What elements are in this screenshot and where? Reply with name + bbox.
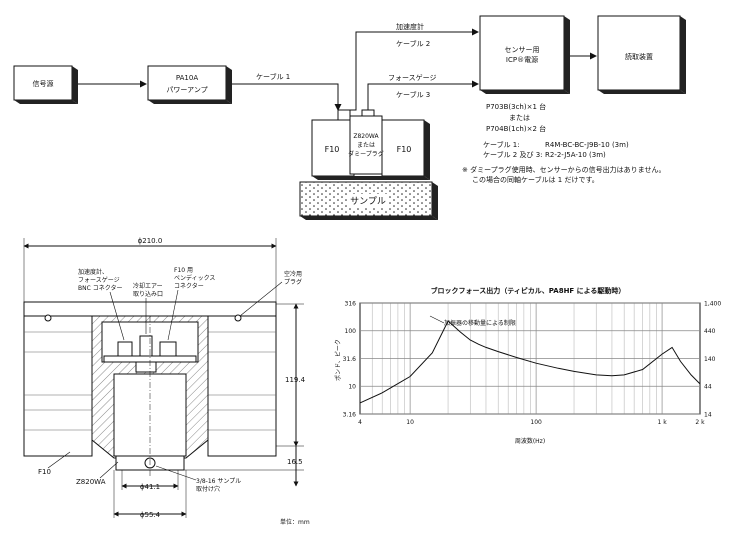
z820wa-label: Z820WA <box>353 133 379 140</box>
note-cable23-label: ケーブル 2 及び 3: <box>483 150 543 159</box>
note-or: または <box>509 114 530 122</box>
signal-source-label: 信号源 <box>33 79 54 88</box>
x-tick-label: 100 <box>530 419 542 426</box>
y-tick-label-right: 44 <box>704 384 712 391</box>
x-tick-label: 2 k <box>695 419 705 426</box>
note-warning-2: この場合の同軸ケーブルは 1 だけです。 <box>472 175 599 184</box>
air-plug-left <box>44 314 52 322</box>
shaker-assembly: F10 F10 Z820WA または ダミープラグ <box>311 109 430 180</box>
sample-block: サンプル <box>299 181 438 220</box>
f10-label: F10 <box>38 468 51 476</box>
force-chart: ブロックフォース出力（ティピカル、PA8HF による駆動時） 4 10 100 1 k… <box>334 286 721 445</box>
amplifier-name: パワーアンプ <box>166 86 207 94</box>
note-p703: P703B(3ch)×1 台 <box>486 102 546 111</box>
y-tick-label-left: 316 <box>345 301 357 308</box>
f10-connector-label-1: F10 用 <box>174 267 193 274</box>
bnc-label-2: フォースゲージ <box>78 276 120 284</box>
f10-right-label: F10 <box>397 145 412 154</box>
note-cable1-label: ケーブル 1: <box>483 140 520 149</box>
note-cable1-value: R4M-BC-BC-J9B-10 (3m) <box>545 141 629 149</box>
power-supply-line1: センサー用 <box>505 46 540 54</box>
bnc-label-1: 加速度計、 <box>78 268 108 276</box>
chart-ticks: 4 10 100 1 k 2 k 316 100 31.6 10 3.16 1,400 440 140 4… <box>343 301 722 427</box>
cable-1-label: ケーブル 1 <box>256 72 290 81</box>
y-tick-label-left: 100 <box>345 328 357 335</box>
y-tick-label-right: 14 <box>704 412 712 419</box>
chart-title: ブロックフォース出力（ティピカル、PA8HF による駆動時） <box>431 286 626 295</box>
cable-3-label: ケーブル 3 <box>396 90 430 99</box>
amplifier-block: PA10A パワーアンプ <box>147 65 232 104</box>
chart-ylabel: ポンド、ピーク <box>334 339 342 381</box>
cable-1-line <box>232 83 342 111</box>
housing-lines <box>24 331 276 431</box>
air-plug-label-2: プラグ <box>284 278 302 286</box>
cable-2-label: ケーブル 2 <box>396 39 430 48</box>
y-tick-label-right: 140 <box>704 356 716 363</box>
air-plug-right <box>234 314 242 322</box>
power-supply-block: センサー用 ICP®電源 <box>479 15 570 94</box>
note-p704: P704B(1ch)×2 台 <box>486 124 546 133</box>
sample-label: サンプル <box>350 196 386 207</box>
x-tick-label: 1 k <box>657 419 667 426</box>
y-tick-label-left: 10 <box>348 384 356 391</box>
cable-3-title: フォースゲージ <box>388 73 437 82</box>
air-label-1: 冷却エアー <box>133 282 163 290</box>
f10-left-label: F10 <box>325 145 340 154</box>
x-tick-label: 10 <box>406 419 414 426</box>
note-cable23-value: R2-2-J5A-10 (3m) <box>545 151 606 159</box>
y-tick-label-right: 1,400 <box>704 301 721 308</box>
block-diagram: 信号源 PA10A パワーアンプ ケーブル 1 F10 F10 Z820WA ま… <box>13 15 686 220</box>
chart-annotation: 加振器の移動量による制限 <box>444 319 516 327</box>
inner-dimension: ϕ41.1 <box>140 483 160 491</box>
bnc-label-3: BNC コネクター <box>78 284 122 292</box>
cable-2-title: 加速度計 <box>396 22 424 31</box>
force-curve <box>359 320 701 404</box>
signal-source-block: 信号源 <box>13 65 78 104</box>
cable-3-line <box>367 80 479 110</box>
dummy-plug-label: ダミープラグ <box>348 150 384 158</box>
z820wa-label-drawing: Z820WA <box>76 478 106 486</box>
chart-xlabel: 周波数(Hz) <box>515 437 545 445</box>
reader-block: 読取装置 <box>597 15 686 94</box>
y-tick-label-left: 3.16 <box>343 412 357 419</box>
amplifier-model: PA10A <box>176 74 198 82</box>
annotation-leader <box>429 315 445 324</box>
power-supply-line2: ICP®電源 <box>506 55 538 64</box>
f10-connector-label-2: ベンディックス <box>174 274 215 282</box>
reader-label: 読取装置 <box>625 52 653 61</box>
z820wa-or-label: または <box>357 142 375 149</box>
cable-2-line <box>344 28 479 111</box>
mount-label-1: 3/8-16 サンプル <box>196 478 241 485</box>
x-tick-label: 4 <box>358 419 362 426</box>
air-label-2: 取り込み口 <box>133 290 163 298</box>
top-plate <box>23 301 277 317</box>
note-warning-1: ※ ダミープラグ使用時、センサーからの信号出力はありません。 <box>462 165 665 174</box>
height-dimension: 119.4 <box>285 376 306 384</box>
mechanical-drawing: ϕ210.0 <box>23 237 310 526</box>
outer-dimension: ϕ55.4 <box>140 511 161 519</box>
notes: P703B(3ch)×1 台 または P704B(1ch)×2 台 ケーブル 1… <box>462 102 665 184</box>
f10-connector-label-3: コネクター <box>174 282 204 290</box>
y-tick-label-left: 31.6 <box>343 356 357 363</box>
unit-label: 単位：mm <box>280 518 310 526</box>
width-dimension: ϕ210.0 <box>138 237 163 245</box>
air-plug-label-1: 空冷用 <box>284 270 302 278</box>
housing-left <box>23 315 93 457</box>
y-tick-label-right: 440 <box>704 328 716 335</box>
chart-grid <box>360 302 700 415</box>
mount-label-2: 取付け穴 <box>196 485 220 493</box>
housing-right <box>207 315 277 457</box>
bottom-dimension: 16.5 <box>287 458 303 466</box>
